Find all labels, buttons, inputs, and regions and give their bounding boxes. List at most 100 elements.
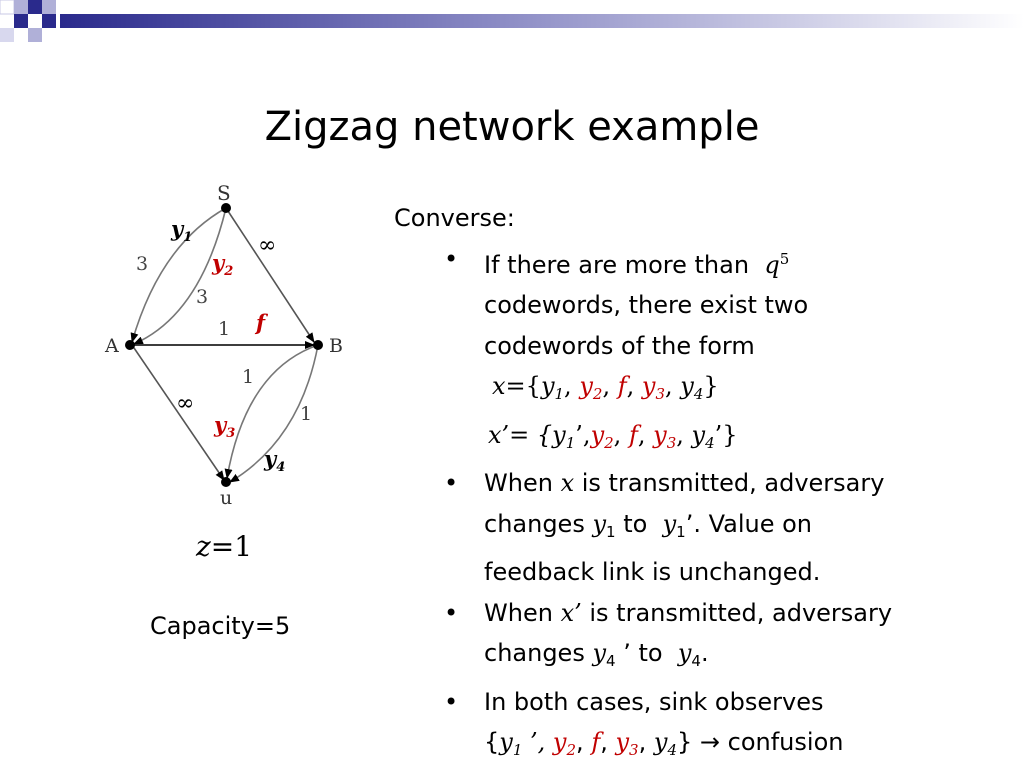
b4-open: { bbox=[484, 728, 500, 756]
b3-when: When bbox=[484, 598, 553, 627]
eq1-c1: , bbox=[564, 372, 572, 400]
b1-q-exp: 5 bbox=[779, 249, 790, 268]
symbol-y3-base: y bbox=[213, 412, 228, 437]
b1-q-var: q bbox=[764, 250, 780, 279]
z-value: =1 bbox=[210, 530, 253, 563]
b3-sub4b: 4 bbox=[691, 652, 701, 670]
node-label-a: A bbox=[104, 335, 119, 357]
b4-sub2: 2 bbox=[566, 741, 577, 759]
bullet-item-4: • In both cases, sink observes {y1 ’, y2… bbox=[394, 682, 1014, 771]
eq1-x: x bbox=[492, 372, 506, 400]
edge-s-b bbox=[225, 207, 315, 343]
b2-line3: feedback link is unchanged. bbox=[484, 558, 821, 586]
capacity-a-u: ∞ bbox=[176, 391, 194, 416]
eq1-sub2: 2 bbox=[592, 385, 603, 403]
b2-x: x bbox=[560, 469, 575, 497]
text-body: Converse: • If there are more than q5 co… bbox=[394, 198, 1014, 771]
node-a bbox=[125, 340, 135, 350]
bullet-list-2: • When x is transmitted, adversary chang… bbox=[394, 463, 1014, 771]
b2-changes: changes bbox=[484, 509, 585, 538]
z-var: z bbox=[196, 530, 211, 563]
eq2-c4: , bbox=[676, 420, 684, 449]
symbol-y2: y2 bbox=[211, 250, 233, 279]
node-u bbox=[221, 477, 231, 487]
zigzag-network-diagram: S A B u 3 3 ∞ 1 ∞ 1 1 y1 y2 f y3 y4 bbox=[104, 181, 343, 509]
bullet-marker: • bbox=[444, 687, 459, 716]
bullet-marker: • bbox=[444, 244, 459, 273]
eq1-c2: , bbox=[602, 372, 611, 400]
b4-line1: In both cases, sink observes bbox=[484, 687, 824, 716]
eq2-sub1: 1 bbox=[565, 433, 576, 452]
b2-y: y bbox=[592, 509, 607, 538]
eq2-sub3: 3 bbox=[666, 433, 677, 452]
eq2-y1: y bbox=[552, 420, 566, 449]
b1-q: q5 bbox=[757, 249, 790, 279]
capacity-label: Capacity=5 bbox=[150, 612, 291, 640]
b4-sub1: 1 bbox=[512, 741, 523, 759]
bullet-marker: • bbox=[444, 469, 459, 497]
eq2-c2: , bbox=[613, 420, 622, 449]
capacity-a-b: 1 bbox=[218, 318, 230, 340]
b2-sub1b: 1 bbox=[676, 522, 686, 541]
bullet-list: • If there are more than q5 codewords, t… bbox=[394, 239, 1014, 367]
symbol-y4: y4 bbox=[263, 446, 285, 475]
eq2-prime: ’ bbox=[575, 420, 583, 449]
bullet-item-2: • When x is transmitted, adversary chang… bbox=[394, 463, 1014, 593]
slide-title: Zigzag network example bbox=[264, 104, 760, 150]
capacity-s-b: ∞ bbox=[258, 233, 276, 258]
eq1-sub4: 4 bbox=[693, 385, 704, 403]
symbol-y1: y1 bbox=[170, 216, 192, 245]
b2-y-prime: y bbox=[662, 509, 677, 538]
eq2-y3: y bbox=[653, 420, 667, 449]
symbol-y2-base: y bbox=[211, 250, 226, 275]
b3-prime-to: ’ to bbox=[615, 639, 663, 667]
node-b bbox=[313, 340, 323, 350]
eq1-y2: y bbox=[579, 372, 593, 400]
symbol-y3: y3 bbox=[213, 412, 235, 441]
b3-y2: y bbox=[677, 639, 692, 667]
capacity-s-a-inner: 3 bbox=[196, 286, 208, 308]
eq1-y1: y bbox=[540, 372, 555, 400]
b4-prime-comma: ’, bbox=[522, 728, 546, 756]
symbol-y1-base: y bbox=[170, 216, 185, 241]
eq2-close: ’} bbox=[714, 420, 738, 449]
symbol-y3-sub: 3 bbox=[226, 426, 235, 441]
bullet-item-1: • If there are more than q5 codewords, t… bbox=[394, 239, 1014, 367]
eq1-y4: y bbox=[680, 372, 694, 400]
b2-sub1: 1 bbox=[606, 522, 616, 541]
eq2-y4: y bbox=[691, 420, 706, 449]
eq1-eq: ={ bbox=[505, 372, 541, 400]
eq2-f: f bbox=[628, 420, 638, 449]
eq1-f: f bbox=[617, 372, 627, 400]
eq1-y3: y bbox=[641, 372, 656, 400]
b3-changes: changes bbox=[484, 639, 585, 667]
eq1-sub1: 1 bbox=[554, 385, 565, 403]
b3-xp: x’ bbox=[560, 598, 582, 627]
edge-b-u-outer bbox=[229, 344, 319, 483]
header-decoration bbox=[0, 0, 1024, 42]
eq2-sub4: 4 bbox=[705, 433, 715, 452]
eq1-close: } bbox=[703, 372, 719, 400]
b4-f: f bbox=[591, 728, 601, 756]
b2-when: When bbox=[484, 469, 553, 497]
b4-close: } bbox=[676, 728, 693, 756]
b3-dot: . bbox=[700, 639, 709, 667]
edge-s-a-outer bbox=[130, 207, 227, 343]
b1-line2: codewords, there exist two bbox=[484, 291, 809, 319]
b2-rest1: is transmitted, adversary bbox=[581, 469, 885, 497]
z-equation: z=1 bbox=[196, 530, 252, 563]
symbol-f: f bbox=[254, 310, 269, 335]
eq2-sub2: 2 bbox=[604, 433, 614, 452]
edge-a-u bbox=[131, 344, 225, 481]
eq2-lhs: x’= { bbox=[488, 420, 553, 449]
b1-line1: If there are more than bbox=[484, 250, 750, 279]
capacity-b-u-outer: 1 bbox=[300, 403, 312, 425]
equation-x-prime: x’= {y1’,y2, f, y3, y4’} bbox=[394, 415, 1014, 464]
bullet-item-3: • When x’ is transmitted, adversary chan… bbox=[394, 593, 1014, 682]
b4-sub4: 4 bbox=[667, 741, 677, 759]
eq2-y2: y bbox=[590, 420, 605, 449]
b2-prime-dot: ’. Value on bbox=[685, 509, 813, 538]
symbol-y4-sub: 4 bbox=[276, 460, 285, 475]
b4-sub3: 3 bbox=[629, 741, 639, 759]
b4-y3: y bbox=[615, 728, 630, 756]
